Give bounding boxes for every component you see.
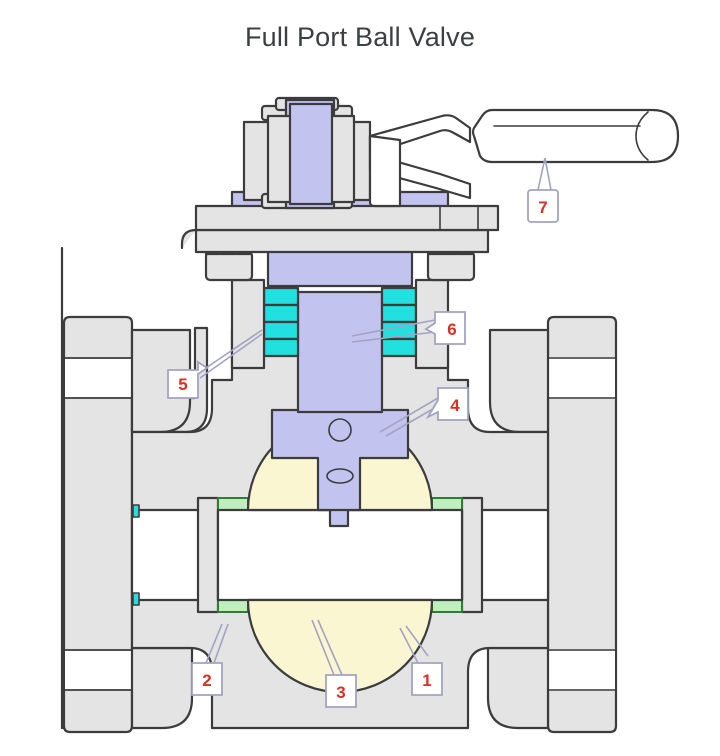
packing-ring-l2 <box>262 303 300 324</box>
right-shoulder-lower <box>486 646 550 730</box>
handle-hub <box>368 134 402 208</box>
packing-ring-l3 <box>262 320 300 341</box>
callout-6-label: 6 <box>447 320 456 339</box>
callout-1-label: 1 <box>422 671 431 690</box>
right-flange <box>546 315 618 734</box>
left-seat-retainer <box>196 496 220 614</box>
callout-7-label: 7 <box>538 198 547 217</box>
left-gasket <box>132 504 140 518</box>
packing-ring-r2 <box>380 303 418 324</box>
packing-ring-r4 <box>380 337 418 358</box>
handle-bar <box>471 108 680 164</box>
callout-2-leader <box>205 623 229 664</box>
callout-7[interactable]: 7 <box>527 157 559 223</box>
handle-lever <box>368 108 680 208</box>
handle-ball-seam <box>635 111 649 161</box>
callout-3-label: 3 <box>336 683 345 702</box>
callout-2[interactable]: 2 <box>191 623 229 696</box>
callout-1-box[interactable] <box>411 662 443 696</box>
left-gasket-lower <box>132 592 140 606</box>
left-shoulder-lower <box>130 646 194 730</box>
stem-pin-upper <box>328 418 352 442</box>
callout-2-label: 2 <box>202 671 211 690</box>
callout-6[interactable]: 6 <box>351 311 466 345</box>
ball-valve-svg: .ln { stroke:#3c3c3c; stroke-width:2.2; … <box>60 96 680 734</box>
callout-4-box[interactable] <box>425 387 469 421</box>
valve-seats <box>216 497 464 613</box>
nut-inner-right <box>328 114 356 204</box>
end-cap-flange <box>132 496 484 614</box>
packing-right <box>380 286 418 358</box>
stem-top-core <box>288 102 334 206</box>
callout-7-box[interactable] <box>527 189 559 223</box>
handle-nut-block <box>242 96 372 210</box>
nut-right-base <box>426 250 476 282</box>
callout-3-leader <box>311 619 343 676</box>
stop-plate-top <box>194 204 500 232</box>
right-shoulder <box>488 328 550 434</box>
page-title: Full Port Ball Valve <box>244 22 476 52</box>
stem-lower-t <box>270 408 410 512</box>
callout-4-label: 4 <box>450 396 460 415</box>
callout-2-box[interactable] <box>191 662 223 696</box>
callout-5-label: 5 <box>178 375 187 394</box>
callout-7-leader <box>537 157 552 191</box>
callout-3[interactable]: 3 <box>311 619 357 708</box>
callouts: 7 6 5 4 3 2 <box>167 157 559 708</box>
right-seat-retainer <box>460 496 484 614</box>
callout-5-box[interactable] <box>167 360 209 399</box>
stop-plate <box>180 204 500 254</box>
nut-left-base <box>204 250 254 282</box>
gland-left <box>230 278 266 370</box>
callout-1-leader <box>399 625 429 664</box>
packing-left <box>262 286 300 358</box>
callout-1[interactable]: 1 <box>399 625 443 696</box>
stop-plate-bar <box>194 228 490 254</box>
callout-6-box[interactable] <box>424 311 466 345</box>
packing-ring-r1 <box>380 286 418 307</box>
callout-4-leader <box>379 397 439 437</box>
callout-5[interactable]: 5 <box>167 329 263 399</box>
packing-ring-l4 <box>262 337 300 358</box>
ball-valve-diagram: .ln { stroke:#3c3c3c; stroke-width:2.2; … <box>0 80 720 756</box>
nut-inner-left <box>266 114 294 204</box>
callout-4[interactable]: 4 <box>379 387 469 437</box>
callout-5-leader <box>199 329 263 379</box>
callout-6-leader <box>351 319 436 343</box>
stem-shaft <box>296 290 384 414</box>
packing-ring-l1 <box>262 286 300 307</box>
callout-3-box[interactable] <box>325 674 357 708</box>
stem-pin-lower <box>326 468 354 484</box>
